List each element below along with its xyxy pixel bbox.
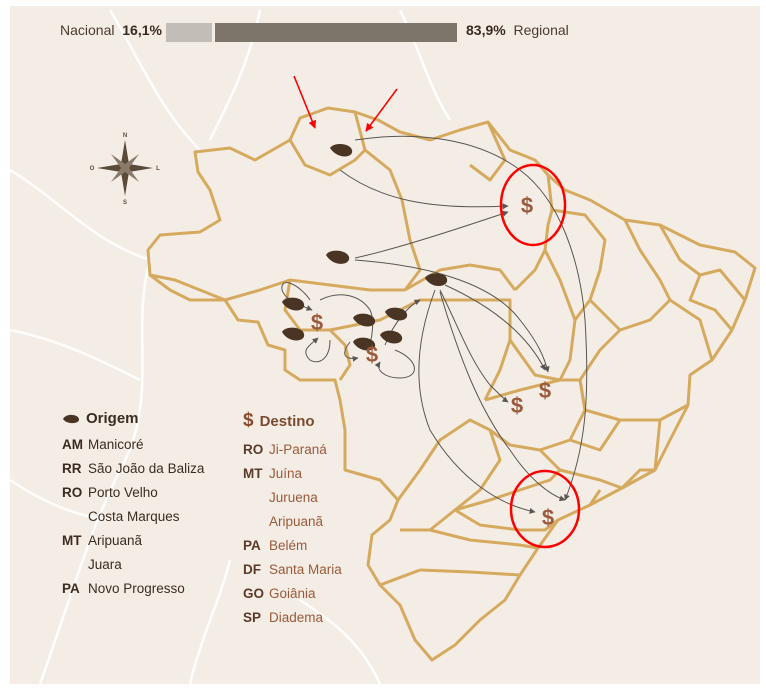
compass-rose: N S L O — [90, 133, 161, 206]
annotation-arrows — [293, 75, 398, 132]
legend-entry-city: Manicoré — [88, 437, 144, 452]
legend-entry-state: RO — [243, 442, 264, 457]
legend-entry-city: Novo Progresso — [88, 581, 185, 596]
legend-destino-entry: RO Ji-Paraná — [243, 438, 342, 462]
legend-entry-city: Aripuanã — [88, 533, 143, 548]
destination-marker: $ — [542, 505, 554, 530]
highlight-circle — [509, 469, 581, 549]
legend-entry-city: Santa Maria — [269, 562, 342, 577]
legend-entry-state: DF — [243, 562, 261, 577]
red-arrow — [293, 75, 317, 129]
legend-destino-entry: MT Juína — [243, 462, 342, 486]
state-borders — [146, 106, 757, 662]
destination-marker: $ — [521, 193, 533, 218]
legend-entry-city: Porto Velho — [88, 485, 158, 500]
legend-destino-entry: Aripuanã — [243, 510, 342, 534]
legend-origem-entry: MT Aripuanã — [62, 529, 204, 553]
legend-entry-state: GO — [243, 586, 265, 601]
regional-value: 83,9% — [466, 22, 506, 38]
origin-marker — [282, 297, 305, 311]
legend-origem-entry: RR São João da Baliza — [62, 457, 204, 481]
compass-west-label: O — [90, 166, 95, 172]
origin-marker — [385, 307, 408, 321]
destination-markers: $ $ $ $ $ $ — [311, 193, 554, 530]
legend-entry-state: RR — [62, 461, 82, 476]
legend-origem-title: Origem — [62, 410, 204, 427]
destination-marker: $ — [539, 378, 551, 403]
legend-entry-city: Ji-Paraná — [269, 442, 327, 457]
legend-destino-entry: GO Goiânia — [243, 582, 342, 606]
compass-north-label: N — [123, 133, 127, 139]
legend-entry-state: SP — [243, 610, 262, 625]
highlight-circles — [499, 163, 581, 549]
legend-entry-city: Belém — [269, 538, 308, 553]
legend-destino-entry: Juruena — [243, 486, 342, 510]
nacional-value: 16,1% — [122, 22, 162, 38]
origin-marker-icon — [63, 414, 80, 423]
legend-entry-state: RO — [62, 485, 83, 500]
origin-marker — [380, 330, 403, 344]
legend-destino-entry: PA Belém — [243, 534, 342, 558]
legend-entry-state: AM — [62, 437, 83, 452]
legend-entry-state: PA — [62, 581, 80, 596]
compass-east-label: L — [156, 166, 160, 172]
legend-origem-entry: RO Porto Velho — [62, 481, 204, 505]
dollar-icon: $ — [243, 410, 254, 431]
legend-entry-city: Juara — [88, 557, 122, 572]
origin-marker — [326, 250, 350, 264]
destination-marker: $ — [311, 310, 323, 335]
legend-entry-state: MT — [62, 533, 82, 548]
legend-entry-city: Goiânia — [269, 586, 316, 601]
flow-arrows — [281, 135, 588, 514]
regional-share-bar — [215, 23, 457, 42]
legend-entry-state: MT — [243, 466, 263, 481]
origin-marker — [353, 313, 376, 327]
origin-marker — [282, 327, 305, 341]
origin-marker — [425, 273, 448, 287]
legend-origem-entry: Juara — [62, 553, 204, 577]
legend-entry-city: Juína — [269, 466, 303, 481]
legend-entry-state: PA — [243, 538, 261, 553]
origin-marker — [330, 144, 353, 157]
legend-entry-city: Aripuanã — [269, 514, 324, 529]
legend-destino-entry: DF Santa Maria — [243, 558, 342, 582]
legend-origem-entry: Costa Marques — [62, 505, 204, 529]
regional-label: 83,9% Regional — [466, 22, 569, 38]
nacional-label: Nacional 16,1% — [60, 22, 162, 38]
legend-origem-entry: PA Novo Progresso — [62, 577, 204, 601]
legend-entry-city: Diadema — [269, 610, 324, 625]
legend-entry-city: Costa Marques — [88, 509, 180, 524]
legend-entry-city: São João da Baliza — [88, 461, 205, 476]
nacional-share-bar — [166, 23, 212, 42]
destination-marker: $ — [366, 342, 378, 367]
legend-destino-entry: SP Diadema — [243, 606, 342, 630]
legend-entry-city: Juruena — [269, 490, 318, 505]
destination-marker: $ — [511, 393, 523, 418]
legend-destino-title: $ Destino — [243, 410, 315, 431]
legend-origem-entry: AM Manicoré — [62, 433, 204, 457]
compass-south-label: S — [123, 200, 127, 206]
highlight-circle — [499, 163, 567, 247]
origin-marker — [353, 337, 376, 351]
red-arrow — [365, 88, 398, 132]
origin-markers — [282, 144, 448, 351]
